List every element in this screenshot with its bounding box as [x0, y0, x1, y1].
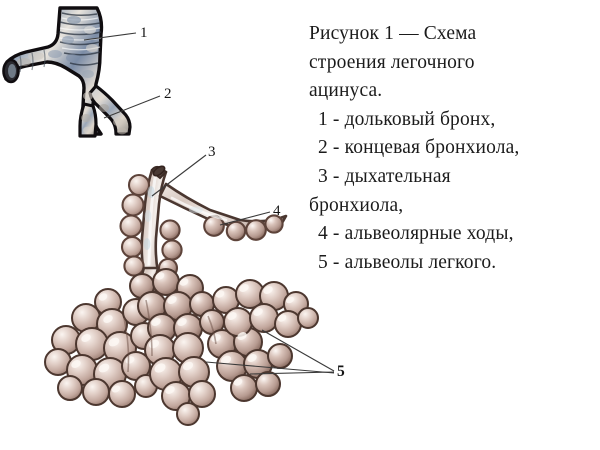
legend-item-3-cont: бронхиола, [309, 194, 404, 216]
bronchus-body [2, 6, 132, 138]
legend-item-2: 2 - концевая бронхиола, [318, 137, 520, 159]
figure-caption: Рисунок 1 — Схема строения легочного аци… [309, 20, 587, 277]
callout-label-4: 4 [273, 203, 281, 219]
caption-line: ацинуса. [309, 80, 383, 102]
callout-label-5: 5 [337, 363, 345, 380]
caption-line: Рисунок 1 — Схема [309, 23, 477, 44]
legend-item-1: 1 - дольковый бронх, [318, 108, 496, 130]
respiratory-bronchiole-body [119, 165, 288, 279]
legend-item-3: 3 - дыхательная [318, 165, 451, 187]
callout-label-3: 3 [208, 144, 216, 160]
callout-label-2: 2 [164, 86, 172, 102]
caption-line: строения легочного [309, 51, 475, 73]
legend-item-4: 4 - альвеолярные ходы, [318, 223, 514, 245]
legend-item-5: 5 - альвеолы легкого. [318, 251, 497, 273]
alveolar-sacs-cluster [44, 266, 319, 426]
callout-label-1: 1 [140, 25, 148, 41]
